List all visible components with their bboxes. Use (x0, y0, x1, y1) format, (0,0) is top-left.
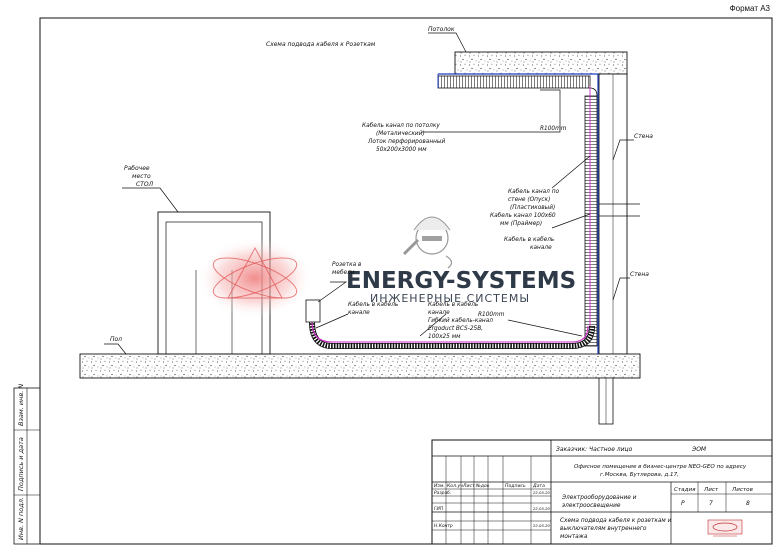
label-wall-top: Стена (634, 133, 653, 140)
engineer-watermark-icon (402, 216, 453, 269)
sheets-value: 8 (746, 500, 750, 507)
sheet-value: 7 (709, 500, 713, 507)
person-date-1: 22.05.20 (533, 490, 550, 495)
person-role-3: Н.Контр (434, 523, 453, 529)
wall-cable-channel (584, 74, 599, 354)
drawing-name-3: монтажа (560, 534, 588, 540)
label-ceiling-tray-4: 50х200х3000 мм (376, 147, 427, 153)
col-list: Лист (462, 483, 475, 489)
stage-header-stage: Стадия (674, 487, 696, 493)
atom-logo-icon (197, 238, 313, 318)
label-floor-channel-3: Гибкий кабель-канал (428, 318, 493, 324)
person-role-1: Разраб. (434, 490, 451, 496)
floor-cable-channel (309, 321, 595, 349)
col-ndok: №док (475, 483, 490, 489)
title-block (431, 439, 773, 545)
label-r100-bottom: R100mm (478, 312, 505, 318)
label-floor-channel-1: Кабель в кабель (428, 302, 478, 308)
label-socket-2: мебели (332, 270, 355, 276)
label-wall-channel-1: Кабель канал по (508, 189, 560, 195)
title-object-1: Офисное помещение в бизнес-центре NEO-GE… (574, 464, 747, 470)
col-data: Дата (532, 483, 545, 489)
label-ceiling-tray-2: (Металический) (376, 131, 425, 137)
label-cable-right-1: Кабель в кабель (504, 237, 554, 243)
stage-value: Р (681, 500, 685, 507)
title-customer: Заказчик: Частное лицо (556, 446, 633, 453)
stage-header-sheet: Лист (703, 487, 719, 493)
label-r100-top: R100mm (540, 126, 567, 132)
person-date-2: 22.05.20 (533, 506, 550, 511)
label-wall-channel-3: (Пластиковый) (510, 205, 555, 211)
label-floor: Пол (110, 336, 122, 343)
label-wall-bottom: Стена (630, 271, 649, 278)
label-floor-channel-5: 100х25 мм (428, 334, 461, 340)
side-stamp-inv: Инв. N подл. (17, 497, 25, 540)
label-wall-channel-2: стене (Опуск) (508, 197, 550, 203)
label-wall-channel-5: мм (Праймер) (500, 221, 542, 227)
title-section-1: Электрооборудование и (561, 495, 637, 501)
label-cable-left-1: Кабель в кабель (348, 302, 398, 308)
label-floor-channel-4: Ergoduct BCS-25B, (428, 326, 483, 332)
watermark-subtitle: ИНЖЕНЕРНЫЕ СИСТЕМЫ (370, 292, 530, 305)
stage-header-sheets: Листов (731, 487, 753, 493)
title-code: ЭОМ (691, 446, 707, 453)
label-desk-1: Рабочее (124, 165, 150, 172)
drawing-name-1: Схема подвода кабеля к розеткам и (560, 518, 672, 524)
label-ceiling-tray-3: Лоток перфорированный (367, 139, 446, 145)
label-desk-2: место (132, 173, 151, 180)
col-izm: Изм. (434, 483, 445, 489)
drawing-name-2: выключателям внутреннего (560, 526, 647, 532)
label-floor-channel-2: канале (428, 310, 450, 316)
floor-slab (79, 353, 641, 379)
col-podpis: Подпись (505, 483, 526, 489)
person-date-3: 22.05.20 (533, 523, 550, 528)
side-stamp-replace: Взам. инв. N (17, 384, 25, 426)
label-desk-3: СТОЛ (136, 181, 154, 188)
ceiling-cable-tray (437, 73, 598, 89)
sheet-format: Формат А3 (729, 4, 770, 13)
label-wall-channel-4: Кабель канал 100х60 (490, 213, 556, 219)
col-koluch: Кол.уч (447, 483, 463, 489)
ceiling-slab (454, 51, 628, 75)
title-section-2: электроосвещение (562, 503, 621, 509)
company-logo-icon (707, 519, 743, 537)
person-role-2: ГИП (434, 506, 444, 512)
label-cable-left-2: канале (348, 310, 370, 316)
watermark-title: ENERGY-SYSTEMS (346, 268, 576, 294)
label-ceiling: Потолок (428, 26, 455, 33)
side-stamp-sign-date: Подпись и дата (17, 437, 25, 491)
label-socket-1: Розетка в (332, 262, 362, 268)
side-stamp: Взам. инв. N Подпись и дата Инв. N подл. (13, 384, 41, 545)
furniture-socket (305, 299, 321, 323)
label-ceiling-tray-1: Кабель канал по потолку (362, 123, 440, 129)
title-object-2: г.Москва, Бутлерова, д.17, (600, 472, 679, 478)
drawing-title: Схема подвода кабеля к Розеткам (266, 41, 376, 48)
label-cable-right-2: канале (530, 245, 552, 251)
